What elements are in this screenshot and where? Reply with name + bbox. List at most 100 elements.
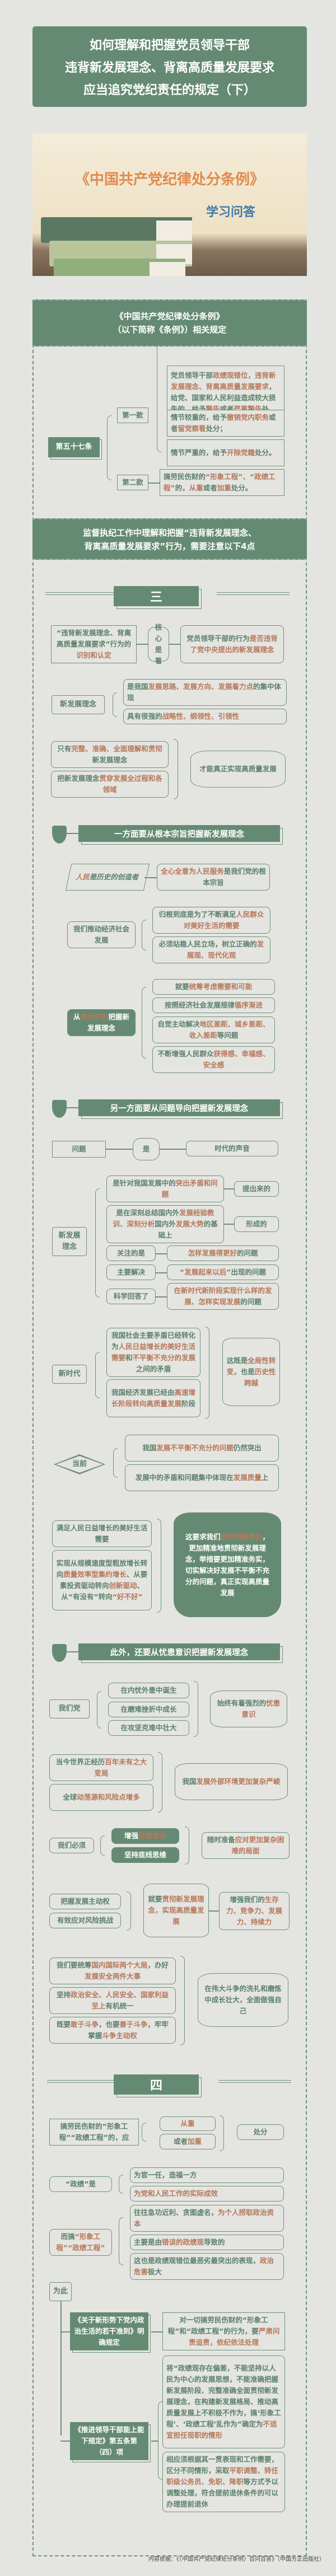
- purpose-box: 全心全意为人民服务是我们党的根本宗旨: [157, 864, 270, 891]
- need-item: 满足人民日益增长的美好生活需要: [52, 1520, 152, 1547]
- brace: [142, 987, 146, 1058]
- brace: [205, 1327, 209, 1419]
- party-item: 在攻坚克难中壮大: [108, 1720, 189, 1736]
- concept-item: 是我国发展思路、发展方向、发展着力点的集中体现: [123, 679, 287, 706]
- grasp-item: 有效应对风险挑战: [49, 1913, 121, 1928]
- concept2-left: 是针对我国发展中的突出矛盾和问题: [106, 1175, 224, 1202]
- brace: [194, 1681, 198, 1737]
- title-line-2: 违背新发展理念、背离高质量发展要求: [64, 61, 274, 75]
- current-label-text: 当前: [72, 1460, 87, 1468]
- section-header-key-points: 监督执纪工作中理解和把握“违背新发展理念、 背离高质量发展要求”行为，需要注意以…: [32, 518, 307, 560]
- people-box: 人民是历史的创造者: [65, 864, 150, 891]
- book-icon: [54, 259, 185, 276]
- root-purpose-label: 从根本宗旨把握新发展理念: [67, 1009, 136, 1036]
- article-57-label: 第五十七条: [48, 437, 100, 457]
- shield-icon: [52, 1100, 67, 1118]
- era-item: 我国经济发展已经由高速增长阶段转向高质量发展阶段: [106, 1379, 200, 1417]
- must-item: 增强忧患意识: [111, 1828, 179, 1844]
- concept-item: 具有很强的战略性、纲领性、引领性: [123, 709, 287, 724]
- need-result: 这要求我们坚持问题导向，更加精准地贯彻新发展理念，举措要更加精准务实，切实解决好…: [174, 1512, 281, 1617]
- rule-2-item: 相应须根据其一贯表现和工作需要，区分不同情形，采取平职调整、转任职级公务员、免职…: [162, 2452, 285, 2512]
- concept2-label-row: 主要解决: [106, 1264, 156, 1280]
- overall-result: 在伟大斗争的洗礼和磨炼中成长壮大，全面做强自己: [198, 1973, 288, 2027]
- part-number-3: 三: [114, 586, 199, 606]
- concept-label: 新发展理念: [52, 695, 105, 714]
- concept2-right: 形成的: [234, 1216, 279, 1232]
- current-item: 发展中的矛盾和问题集中体现在发展质量上: [125, 1464, 279, 1491]
- root-item: 就要统筹考虑需要和可能: [152, 979, 275, 995]
- title-line-1: 如何理解和把握党员领导干部: [89, 39, 250, 53]
- must-label: 我们必须: [49, 1838, 94, 1853]
- source-footer: 内容依据：《〈中国共产党纪律处分条例〉百问百答》（中国方正出版社）: [148, 2556, 325, 2563]
- concept2-right: 提出来的: [234, 1181, 279, 1197]
- part-number-4: 四: [114, 2074, 199, 2095]
- brace: [119, 2175, 123, 2194]
- shield-icon: [52, 1644, 67, 1662]
- hero-subtitle: 学习问答: [206, 205, 256, 219]
- overall-item: 坚持政治安全、人民安全、国家利益至上有机统一: [49, 1987, 176, 2014]
- vanity-label: 而搞“形象工程”“政绩工程”: [49, 2229, 112, 2256]
- clause-2-item: 搞劳民伤财的“形象工程”、“政绩工程”的，从重或者加重处分。: [160, 469, 284, 496]
- concept2-label-row: 关注的是: [106, 1245, 156, 1261]
- identify-box: “违背新发展理念、背离高质量发展要求”行为的识别和认定: [51, 625, 137, 663]
- banner-fundamental-purpose: 一方面要从根本宗旨把握新发展理念: [78, 825, 280, 842]
- brace: [142, 2123, 146, 2142]
- concept2-right-row: “发展起来以后”出现的问题: [167, 1264, 279, 1280]
- hero-book-title: 《中国共产党纪律处分条例》: [74, 171, 264, 188]
- concept2-right-row: 怎样发展得更好的问题: [167, 1245, 279, 1261]
- project-result: 处分: [237, 2124, 284, 2140]
- rule-2-label: 《推进领导干部能上能下规定》第五条第（四）项: [70, 2422, 148, 2460]
- clause-1-label: 第一款: [117, 408, 148, 423]
- concept2-label-row: 科学回答了: [106, 1289, 156, 1304]
- brace: [127, 1891, 131, 1931]
- brace: [142, 920, 146, 950]
- brace: [158, 2401, 162, 2480]
- merit-item: 为党和人民工作的实际成效: [130, 2186, 284, 2202]
- overall-item: 我们要统筹国内国际两个大局，办好发展安全两件大事: [49, 1957, 176, 1984]
- world-item: 当今世界正经历百年未有之大变局: [49, 1754, 153, 1781]
- problem-label: 问题: [52, 1141, 106, 1158]
- merit-label: “政绩”是: [49, 2176, 112, 2192]
- problem-result: 时代的声音: [186, 1141, 278, 1156]
- grasp-result: 增强我们的生存力、竞争力、发展力、持续力: [219, 1892, 290, 1930]
- condition-result: 才能真正实现高质量发展: [190, 751, 286, 788]
- page-title: 如何理解和把握党员领导干部 违背新发展理念、背离高质量发展要求 应当追究党纪责任…: [32, 26, 307, 107]
- clause-1-item: 情节严重的，给予开除党籍处分。: [167, 439, 284, 466]
- merit-item: 为官一任，造福一方: [130, 2167, 284, 2183]
- book-icon: [41, 217, 192, 243]
- overall-item: 既要敢于斗争，也要善于斗争，牢牢掌握斗争主动权: [49, 2017, 176, 2044]
- concept2-label: 新发展理念: [52, 1227, 87, 1256]
- brace: [97, 1691, 101, 1729]
- rule-2-item: 将“政绩观存在偏差，不能坚持以人民为中心的发展思想，不能准确把握新发展阶段、完整…: [162, 2355, 285, 2448]
- promote-item: 必须站稳人民立场，树立正确的发展观、现代化观: [152, 936, 270, 963]
- core-label: 核心是看: [148, 623, 169, 665]
- must-item: 坚持底线思维: [111, 1847, 179, 1863]
- promote-item: 归根到底是为了不断满足人民群众对美好生活的需要: [152, 907, 270, 934]
- party-item: 在磨难挫折中成长: [108, 1702, 189, 1717]
- banner-problem-oriented: 另一方面要从问题导向把握新发展理念: [78, 1099, 280, 1116]
- brace: [157, 1519, 161, 1613]
- current-item: 我国发展不平衡不充分的问题仍然突出: [125, 1435, 279, 1462]
- divider: [47, 2080, 120, 2083]
- divider: [218, 2080, 291, 2083]
- brace: [158, 1752, 162, 1812]
- rule-1-label: 《关于新形势下党内政治生活的若干准则》明确规定: [70, 2312, 148, 2350]
- core-result: 党员领导干部的行为是否违背了党中央提出的新发展理念: [180, 625, 284, 663]
- brace: [113, 1448, 118, 1478]
- clause-2-label: 第二款: [117, 475, 148, 490]
- brace: [220, 2115, 224, 2151]
- brace: [157, 343, 161, 452]
- divider: [45, 592, 118, 595]
- brace: [185, 1826, 189, 1865]
- promote-label: 我们推动经济社会发展: [67, 921, 136, 948]
- vanity-item: 主要是由错误的政绩观导致的: [130, 2235, 284, 2250]
- era-label: 新时代: [52, 1365, 87, 1384]
- hero-banner: 《中国共产党纪律处分条例》 学习问答: [32, 133, 307, 276]
- brace: [100, 1835, 105, 1856]
- vanity-item: 往往急功近利、贪图虚名，为个人捞取政治资本: [130, 2205, 284, 2232]
- brace: [180, 1956, 185, 2045]
- world-item: 全球动荡源和风险点增多: [49, 1784, 153, 1811]
- brace: [174, 739, 178, 799]
- vanity-item: 这也是政绩观错位最恶劣最突出的表现，政治危害极大: [130, 2253, 284, 2280]
- problem-is: 是: [133, 1138, 160, 1160]
